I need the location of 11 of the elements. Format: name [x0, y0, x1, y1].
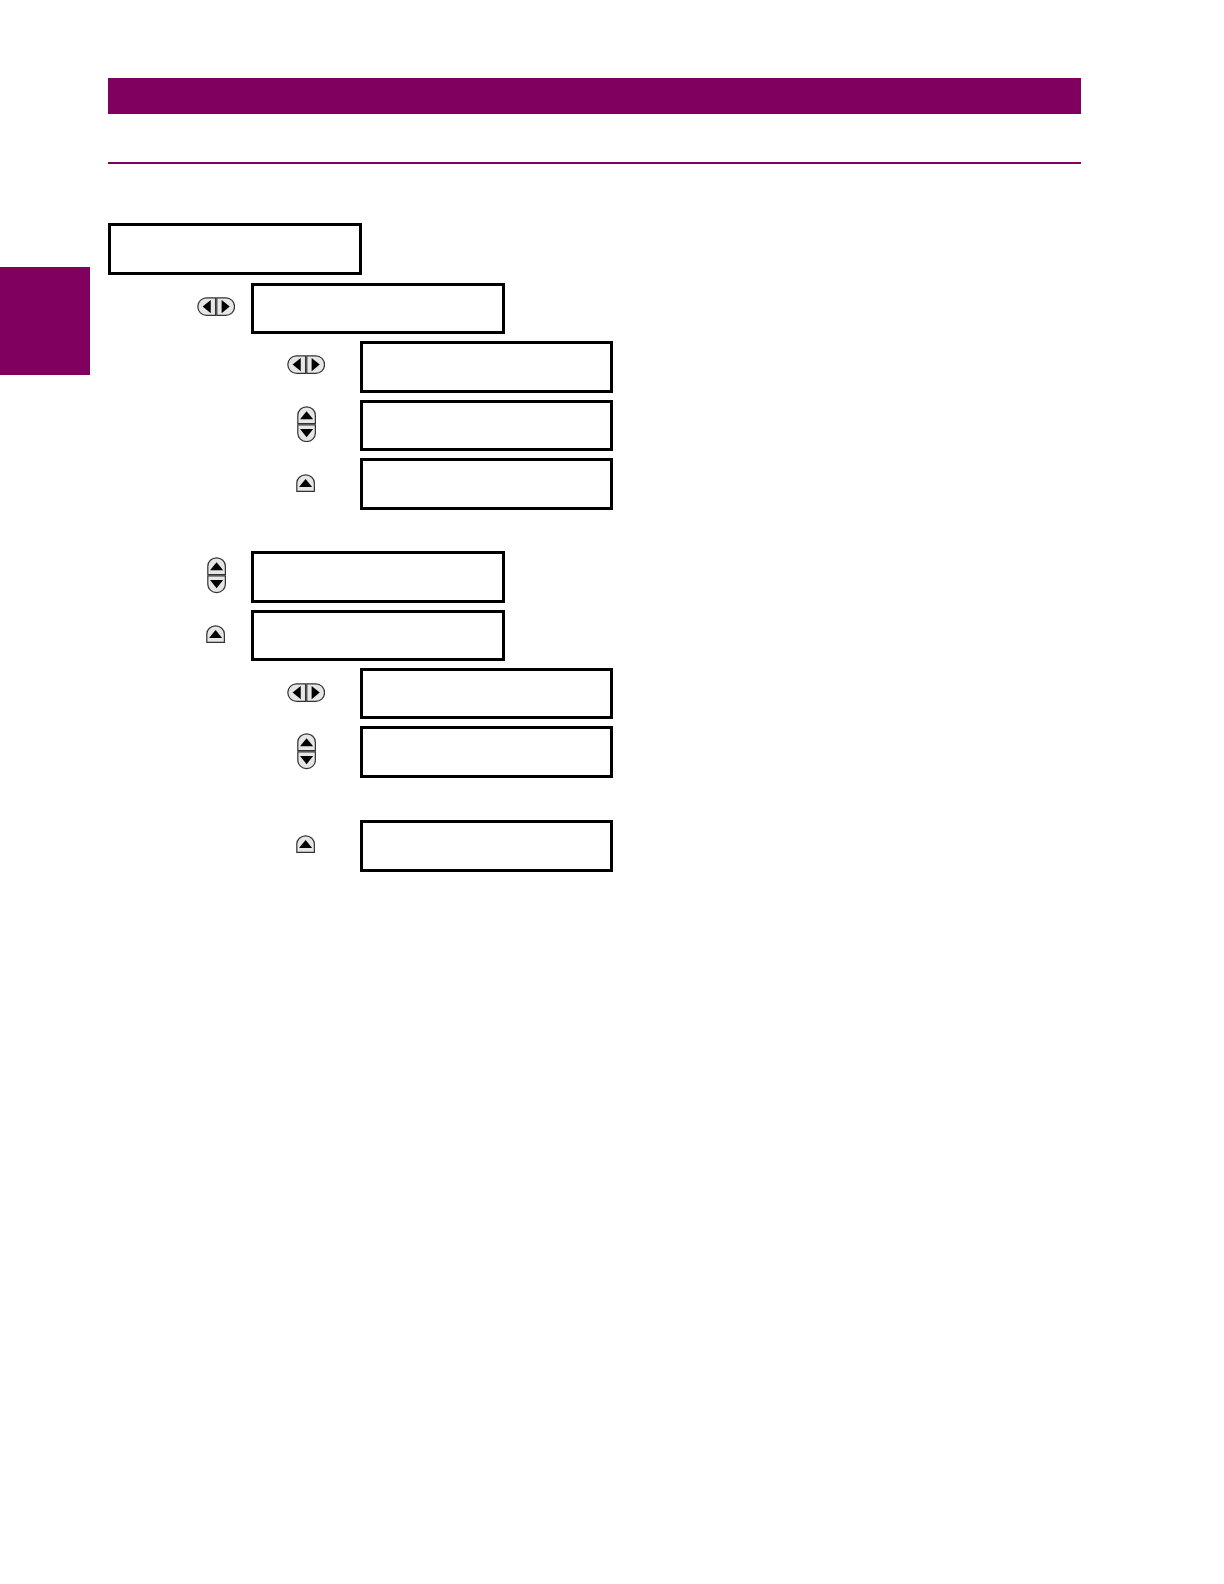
menu-box — [359, 399, 613, 452]
menu-box — [359, 458, 613, 510]
menu-box — [251, 282, 505, 335]
menu-box — [359, 667, 613, 720]
menu-box — [359, 820, 613, 872]
menu-box — [251, 551, 505, 603]
menu-box — [251, 609, 505, 662]
menu-box — [359, 726, 613, 778]
menu-box — [108, 223, 362, 275]
chapter-tab — [0, 266, 90, 375]
menu-box — [359, 341, 613, 393]
